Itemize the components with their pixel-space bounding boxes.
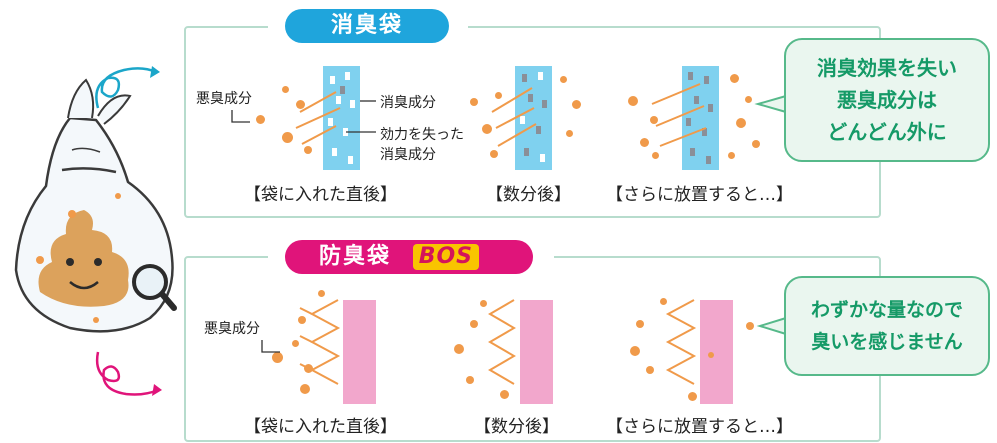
barrier-layer-3 xyxy=(700,300,733,404)
odorproof-bag-title: 防臭袋 BOS xyxy=(285,240,533,274)
bottom-caption-2: 【数分後】 xyxy=(474,417,559,437)
pink-swirl-arrow-icon xyxy=(95,351,162,396)
malodor-label-bottom: 悪臭成分 xyxy=(204,321,260,337)
barrier-layer-1 xyxy=(343,300,376,404)
top-caption-2: 【数分後】 xyxy=(486,185,571,205)
odorproof-bag-callout: わずかな量なので 臭いを感じません xyxy=(784,276,990,376)
malodor-label-top: 悪臭成分 xyxy=(196,91,252,107)
poop-icon xyxy=(38,210,129,307)
top-caption-3: 【さらに放置すると…】 xyxy=(606,185,793,205)
blue-swirl-arrow-icon xyxy=(95,66,160,109)
deodorant-bag-title: 消臭袋 xyxy=(285,9,449,43)
magnifier-icon xyxy=(132,264,177,311)
callout-line-1: わずかな量なので xyxy=(810,299,963,321)
bottom-caption-3: 【さらに放置すると…】 xyxy=(606,417,793,437)
spent-label-line2: 消臭成分 xyxy=(380,147,436,163)
bottom-caption-1: 【袋に入れた直後】 xyxy=(244,417,397,437)
barrier-layer-2 xyxy=(520,300,553,404)
bos-logo: BOS xyxy=(412,244,480,270)
callout-line-1: 消臭効果を失い xyxy=(817,56,957,80)
odorproof-bag-title-text: 防臭袋 xyxy=(319,244,392,269)
spent-label-line1: 効力を失った xyxy=(380,127,464,143)
callout-line-3: どんどん外に xyxy=(827,120,947,144)
callout-line-2: 悪臭成分は xyxy=(837,88,937,112)
deodorant-label: 消臭成分 xyxy=(380,95,436,111)
callout-line-2: 臭いを感じません xyxy=(811,331,963,353)
deodorant-bag-callout: 消臭効果を失い 悪臭成分は どんどん外に xyxy=(784,38,990,162)
top-caption-1: 【袋に入れた直後】 xyxy=(244,185,397,205)
